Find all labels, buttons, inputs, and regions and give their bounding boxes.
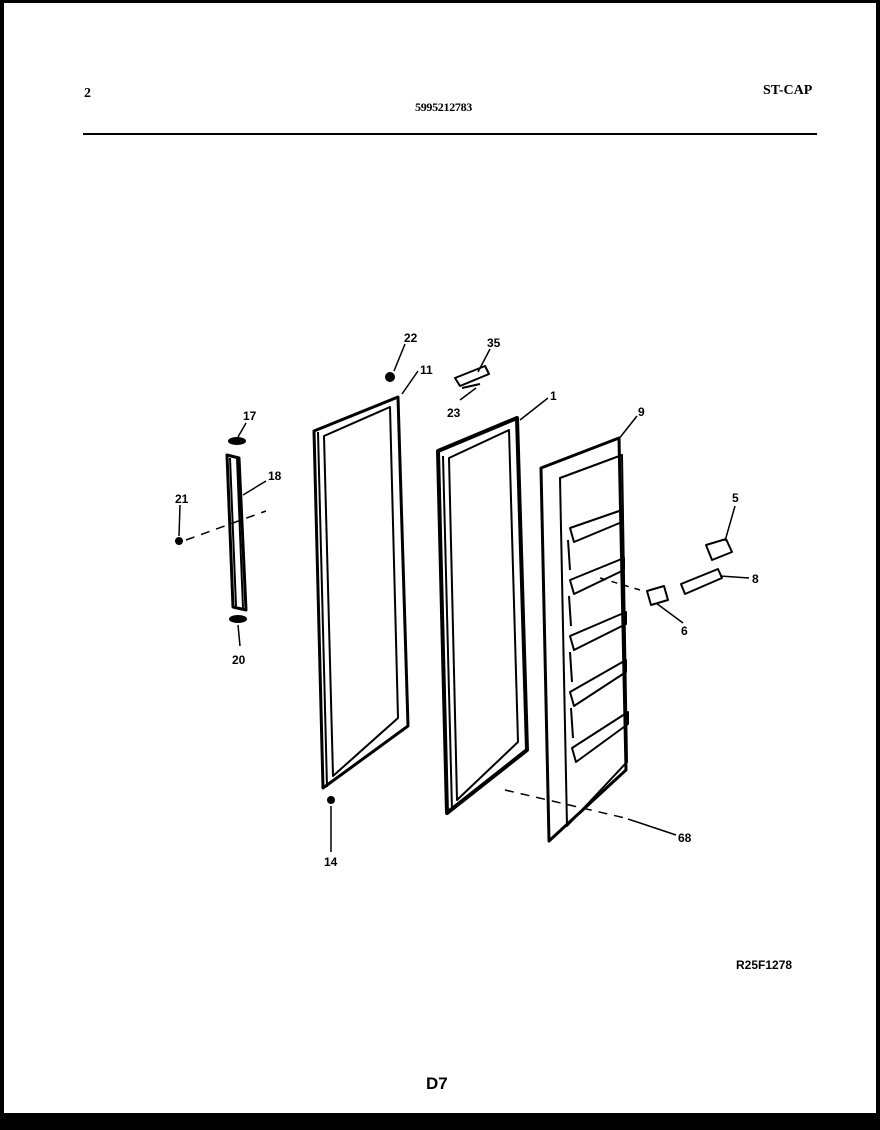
- callout-1: 1: [550, 389, 557, 403]
- callout-8: 8: [752, 572, 759, 586]
- diagram-reference-code: R25F1278: [736, 958, 793, 972]
- scan-border-right: [876, 0, 880, 1130]
- callout-11: 11: [420, 363, 433, 377]
- outer-door-panel: [312, 395, 410, 790]
- callout-68: 68: [678, 831, 692, 845]
- callout-20: 20: [232, 653, 246, 667]
- hinge-pin-top: [385, 372, 395, 382]
- section-code: ST-CAP: [763, 83, 813, 98]
- callout-17: 17: [243, 409, 257, 423]
- screw-part: [175, 537, 183, 545]
- handle-cap-top: [228, 437, 246, 445]
- page-number: 2: [84, 86, 91, 101]
- callout-23: 23: [447, 406, 461, 420]
- callout-6: 6: [681, 624, 688, 638]
- callout-9: 9: [638, 405, 645, 419]
- scan-border-left: [0, 0, 4, 1130]
- callout-14: 14: [324, 855, 338, 869]
- model-number: 5995212783: [415, 100, 473, 114]
- door-handle-part: [225, 453, 248, 612]
- hinge-part: [454, 365, 490, 389]
- callout-18: 18: [268, 469, 282, 483]
- header-rule: [83, 133, 817, 135]
- page-id: D7: [426, 1074, 448, 1093]
- handle-cap-bottom: [229, 615, 247, 623]
- scan-border-bottom: [0, 1113, 880, 1130]
- hinge-pin-bottom: [327, 796, 335, 804]
- hinge-bracket-part: [646, 538, 733, 606]
- door-gasket: [436, 416, 529, 815]
- scan-border-top: [0, 0, 880, 3]
- inner-door-liner: [539, 436, 629, 843]
- callout-22: 22: [404, 331, 418, 345]
- callout-35: 35: [487, 336, 501, 350]
- callout-5: 5: [732, 491, 739, 505]
- callout-21: 21: [175, 492, 189, 506]
